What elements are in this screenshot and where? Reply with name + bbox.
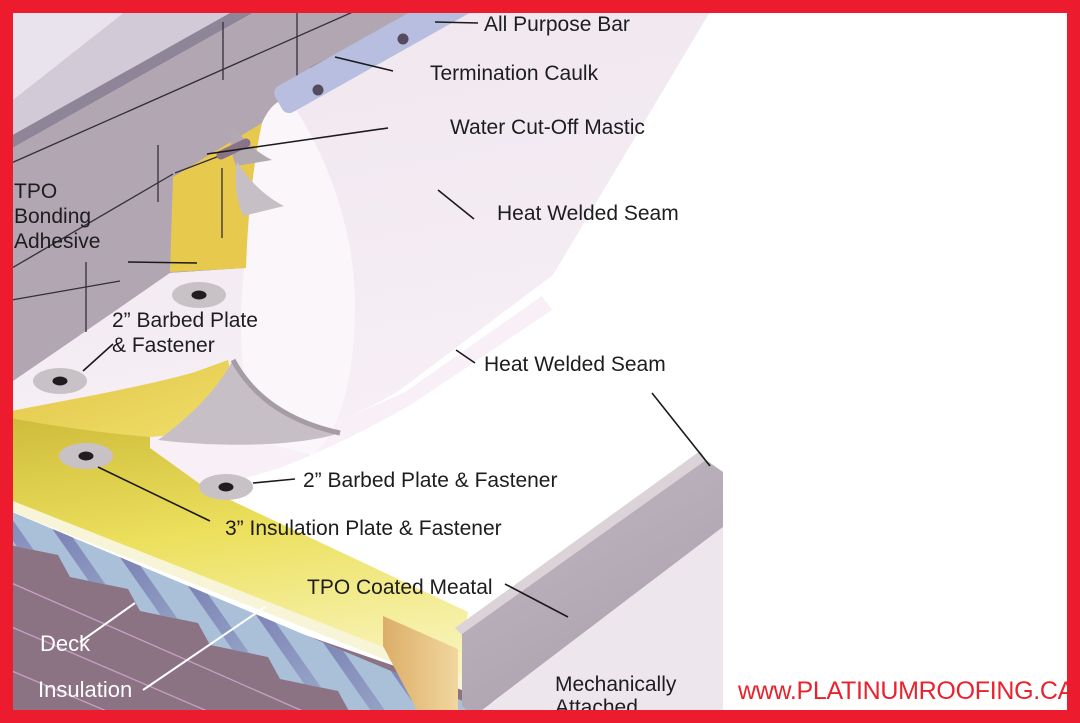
leader-insulation-plate: [97, 466, 211, 522]
label-heat-welded-seam-1: Heat Welded Seam: [497, 202, 679, 225]
adhesive-wedge: [0, 360, 231, 437]
leader-termination-caulk: [334, 56, 394, 72]
label-tpo-bonding-1: TPO: [14, 180, 57, 203]
label-all-purpose-bar: All Purpose Bar: [484, 13, 630, 36]
fastener-plate: [199, 474, 253, 500]
leader-insulation: [142, 606, 266, 691]
peel-curl-shadow: [230, 358, 341, 436]
website-url: www.PLATINUMROOFING.CA: [737, 677, 1075, 705]
label-tpo-bonding-3: Adhesive: [14, 230, 100, 253]
label-termination-caulk: Termination Caulk: [430, 62, 599, 85]
fastener-plate: [59, 443, 113, 469]
insulation-cut-face: [383, 616, 458, 716]
leader-edge-seam: [651, 392, 711, 467]
leader-lines: [82, 21, 711, 618]
leader-heat-welded-seam-1: [437, 189, 475, 220]
flashing-curl-top: [230, 125, 272, 166]
bar-screw-icon: [312, 84, 324, 96]
leader-barbed-plate-right: [252, 478, 296, 484]
membrane-peel-curl: [158, 360, 340, 445]
roof-edge: [455, 451, 723, 716]
label-barbed-plate-left-2: & Fastener: [112, 334, 215, 357]
diagram-labels: All Purpose Bar Termination Caulk Water …: [14, 13, 1075, 719]
bar-screw-icon: [397, 33, 409, 45]
label-mechanically-attached-1: Mechanically: [555, 673, 677, 696]
flashing-curl-mid: [235, 162, 284, 216]
leader-water-cutoff-mastic: [206, 127, 389, 155]
membrane-curls: [158, 125, 341, 445]
fascia-face: [478, 527, 723, 713]
leader-all-purpose-bar: [434, 21, 479, 24]
label-barbed-plate-right: 2” Barbed Plate & Fastener: [303, 469, 557, 492]
label-tpo-bonding-2: Bonding: [14, 205, 91, 228]
membrane-flashing: [241, 99, 356, 455]
label-insulation-plate: 3” Insulation Plate & Fastener: [225, 517, 502, 540]
fastener-plates: [33, 282, 253, 500]
white-leader-lines: [79, 602, 266, 691]
label-insulation: Insulation: [38, 677, 132, 702]
termination-bar: [274, 0, 484, 114]
label-deck: Deck: [40, 631, 91, 656]
fastener-plate: [33, 368, 87, 394]
fastener-plate: [172, 282, 226, 308]
water-cutoff-mastic-bead: [216, 138, 251, 160]
label-tpo-coated-metal: TPO Coated Meatal: [307, 576, 493, 599]
leader-bonding-adhesive: [127, 261, 198, 264]
membrane-field: [0, 0, 717, 440]
leader-heat-welded-seam-2: [455, 349, 476, 364]
leader-barbed-plate-left: [82, 343, 114, 372]
leader-tpo-coated-metal: [504, 583, 569, 618]
leader-deck: [79, 602, 136, 643]
label-heat-welded-seam-2: Heat Welded Seam: [484, 353, 666, 376]
tpo-coated-metal-face: [462, 460, 723, 716]
label-barbed-plate-left-1: 2” Barbed Plate: [112, 309, 258, 332]
metal-edge-top: [455, 451, 707, 635]
label-water-cutoff-mastic: Water Cut-Off Mastic: [450, 116, 645, 139]
